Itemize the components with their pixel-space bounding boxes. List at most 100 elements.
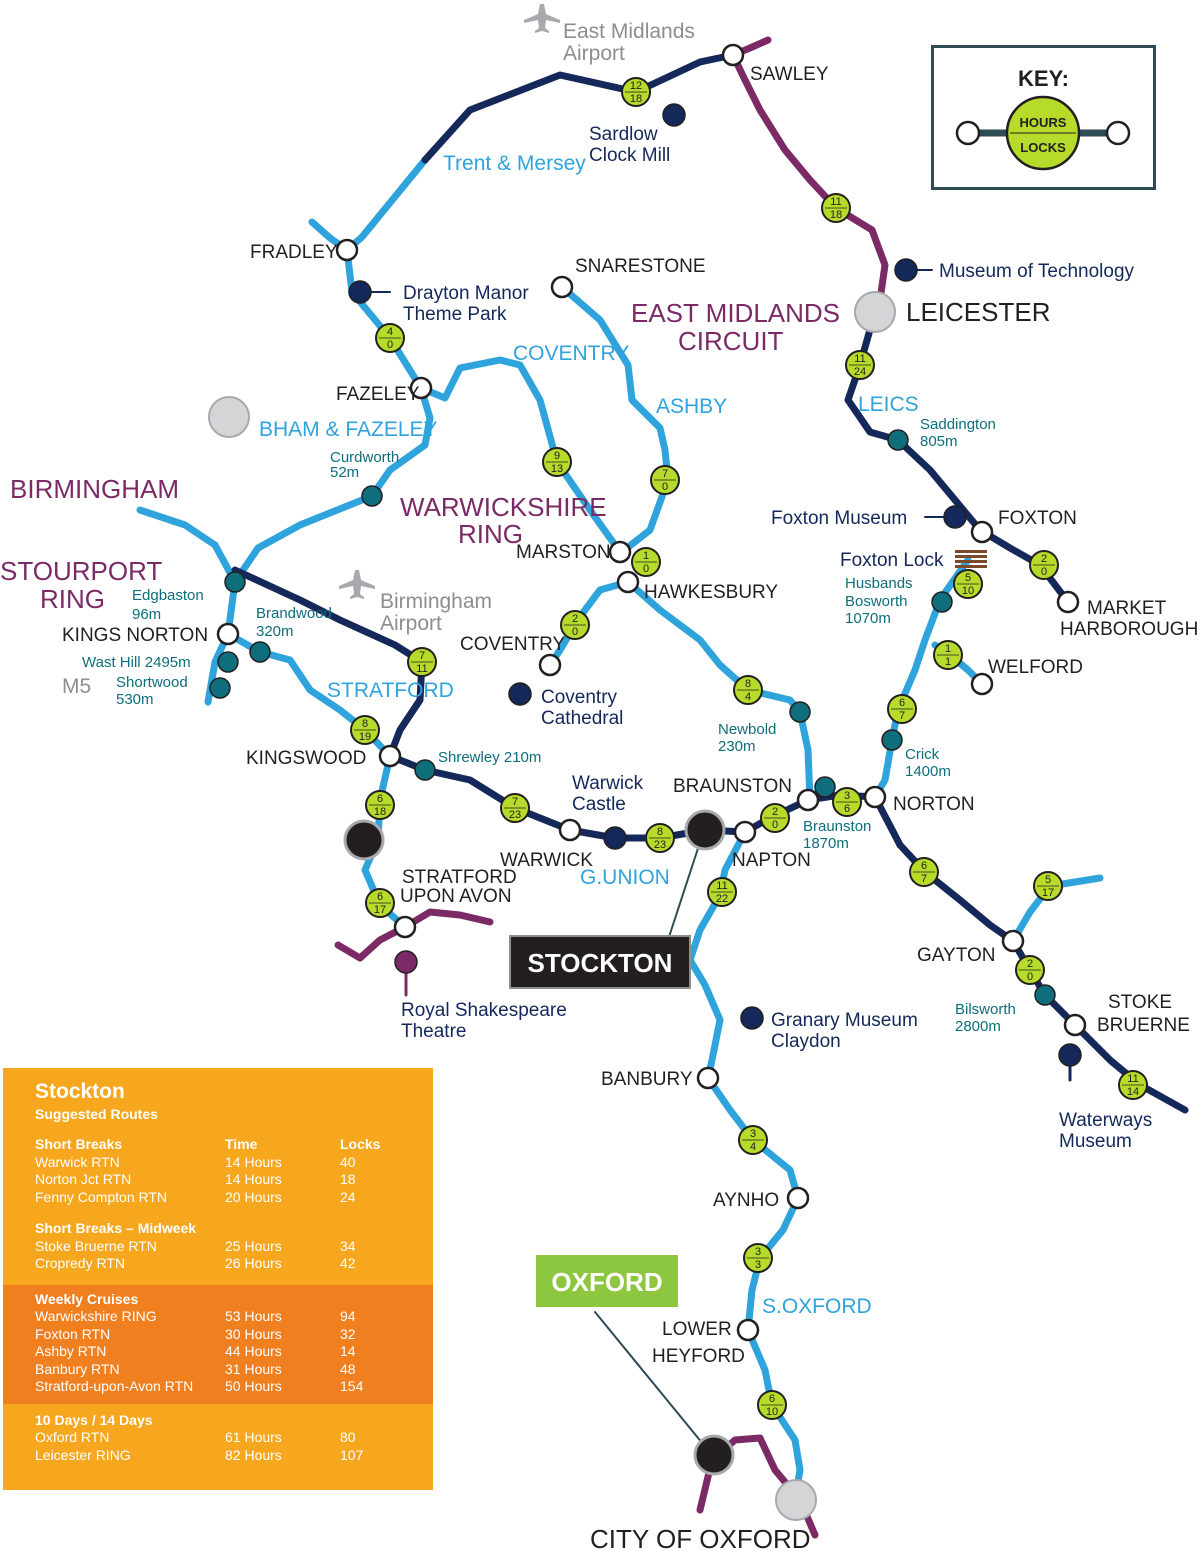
key-node-right	[1105, 120, 1131, 146]
segment-chip: 517	[1033, 871, 1063, 901]
segment-locks: 24	[854, 366, 866, 378]
segment-locks: 7	[921, 873, 927, 885]
coventry-north	[417, 356, 624, 556]
brandwood-marker	[249, 641, 271, 663]
routes-section-heading: Short Breaks – Midweek	[35, 1220, 433, 1238]
segment-locks: 0	[387, 339, 393, 351]
snarestone-marker	[550, 275, 574, 299]
welford-marker	[970, 672, 994, 696]
label-welford: WELFORD	[988, 657, 1083, 678]
segment-locks: 0	[1041, 566, 1047, 578]
saddington-marker	[887, 429, 909, 451]
region-labels: EAST MIDLANDS CIRCUIT BIRMINGHAM WARWICK…	[0, 298, 840, 614]
segment-locks: 13	[551, 463, 563, 475]
warwick-marker	[558, 818, 582, 842]
label-bilsworth-2: 2800m	[955, 1018, 1001, 1035]
label-napton: NAPTON	[732, 850, 811, 871]
avon-river	[334, 908, 494, 962]
label-lower-heyford-2: HEYFORD	[652, 1346, 745, 1367]
shortwood-marker	[209, 677, 231, 699]
key-locks-label: LOCKS	[1020, 140, 1066, 155]
wast-hill-marker	[217, 651, 239, 673]
segment-chip: 40	[375, 323, 405, 353]
label-rst-2: Theatre	[401, 1021, 466, 1042]
label-braunston-tunnel-1: Braunston	[803, 818, 871, 835]
label-bilsworth-1: Bilsworth	[955, 1001, 1016, 1018]
segment-chip: 610	[757, 1390, 787, 1420]
label-stratford-canal: STRATFORD	[327, 679, 454, 702]
route-name: Foxton RTN	[35, 1325, 111, 1342]
segment-hours: 5	[965, 572, 971, 584]
segment-chip: 67	[887, 694, 917, 724]
route-locks: 14	[340, 1343, 356, 1359]
segment-chip: 36	[832, 787, 862, 817]
label-warwickshire-2: RING	[458, 519, 523, 549]
label-bham-airport-2: Airport	[380, 612, 442, 635]
segment-chip: 617	[365, 888, 395, 918]
label-edgbaston-2: 96m	[132, 606, 161, 623]
segment-locks: 6	[844, 803, 850, 815]
oxford-city-circle	[775, 1479, 817, 1521]
label-sardlow-2: Clock Mill	[589, 145, 670, 166]
label-snarestone: SNARESTONE	[575, 256, 706, 277]
tunnel-labels: Curdworth 52m Saddington 805m Edgbaston …	[82, 416, 1016, 1035]
leicester-city-circle	[854, 291, 896, 333]
stockton-base-marker	[684, 809, 726, 851]
segment-chip: 33	[743, 1243, 773, 1273]
segment-chip: 70	[650, 465, 680, 495]
warwick-castle-marker	[603, 826, 627, 850]
oxford-badge: OXFORD	[536, 1255, 678, 1307]
lower-heyford-marker	[736, 1318, 760, 1342]
bham-stratford-navy	[231, 566, 426, 760]
label-braunston: BRAUNSTON	[673, 776, 792, 797]
label-foxton-lock: Foxton Lock	[840, 550, 944, 571]
segment-locks: 0	[1027, 971, 1033, 983]
label-m5: M5	[62, 675, 91, 698]
segment-locks: 23	[509, 809, 521, 821]
rst-marker	[394, 950, 418, 974]
label-stourport-1: STOURPORT	[0, 556, 162, 586]
label-banbury: BANBURY	[601, 1069, 693, 1090]
segment-locks: 23	[654, 839, 666, 851]
label-fradley: FRADLEY	[250, 242, 338, 263]
segment-hours: 2	[1041, 553, 1047, 565]
label-leicester: LEICESTER	[906, 297, 1051, 327]
label-aynho: AYNHO	[713, 1190, 779, 1211]
label-em-airport-2: Airport	[563, 42, 625, 65]
waterways-marker	[1058, 1043, 1082, 1067]
segment-chip: 20	[1029, 550, 1059, 580]
route-name: Stoke Bruerne RTN	[35, 1237, 157, 1254]
segment-hours: 12	[630, 80, 642, 92]
label-granary-1: Granary Museum	[771, 1010, 918, 1031]
route-time: 14 Hours	[225, 1153, 282, 1170]
route-locks: 40	[340, 1153, 356, 1170]
label-newbold-2: 230m	[718, 738, 756, 755]
segment-hours: 3	[844, 790, 850, 802]
label-husbands-2: Bosworth	[845, 593, 908, 610]
label-leics: LEICS	[858, 393, 919, 416]
route-locks	[340, 1220, 400, 1238]
segment-hours: 2	[572, 613, 578, 625]
route-time: 30 Hours	[225, 1325, 282, 1342]
label-stoke-bruerne-1: STOKE	[1108, 992, 1172, 1013]
route-time: 25 Hours	[225, 1237, 282, 1254]
segment-hours: 7	[512, 796, 518, 808]
route-locks: 18	[340, 1171, 356, 1187]
label-granary-2: Claydon	[771, 1031, 841, 1052]
label-brandwood-1: Brandwood	[256, 605, 332, 622]
key-title: KEY:	[1018, 66, 1069, 91]
route-name: Short Breaks	[35, 1136, 123, 1152]
museum-tech-marker	[894, 258, 918, 282]
route-time	[225, 1291, 340, 1309]
label-marston: MARSTON	[516, 542, 611, 563]
gayton-marker	[1001, 929, 1025, 953]
